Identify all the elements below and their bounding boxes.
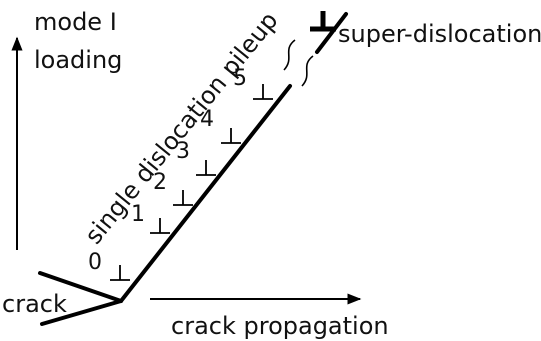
slip-plane-continuation bbox=[315, 12, 348, 54]
dislocation-label-1: 1 bbox=[131, 202, 145, 227]
dislocation-label-0: 0 bbox=[88, 250, 102, 275]
dislocation-4 bbox=[221, 128, 241, 144]
crack-propagation-label: crack propagation bbox=[171, 312, 389, 340]
dislocation-label-3: 3 bbox=[176, 139, 190, 164]
slip-plane bbox=[119, 84, 292, 303]
super-dislocation-symbol bbox=[310, 11, 336, 32]
crack-label: crack bbox=[2, 290, 67, 318]
dislocation-5 bbox=[253, 84, 273, 100]
dislocation-label-4: 4 bbox=[200, 107, 214, 132]
dislocation-1 bbox=[150, 218, 170, 234]
dislocation-label-2: 2 bbox=[153, 170, 167, 195]
dislocation-2 bbox=[173, 190, 193, 206]
crack-lower-flank bbox=[40, 299, 123, 326]
dislocation-0 bbox=[110, 265, 130, 281]
break-mark-left bbox=[283, 39, 296, 71]
loading-label-line1: mode I bbox=[34, 8, 117, 36]
crack-upper-flank bbox=[38, 271, 123, 303]
loading-label-line2: loading bbox=[34, 46, 123, 74]
break-mark-right bbox=[301, 55, 314, 87]
dislocation-3 bbox=[196, 160, 216, 176]
dislocation-label-5: 5 bbox=[233, 66, 247, 91]
super-dislocation-label: super-dislocation bbox=[338, 20, 541, 48]
